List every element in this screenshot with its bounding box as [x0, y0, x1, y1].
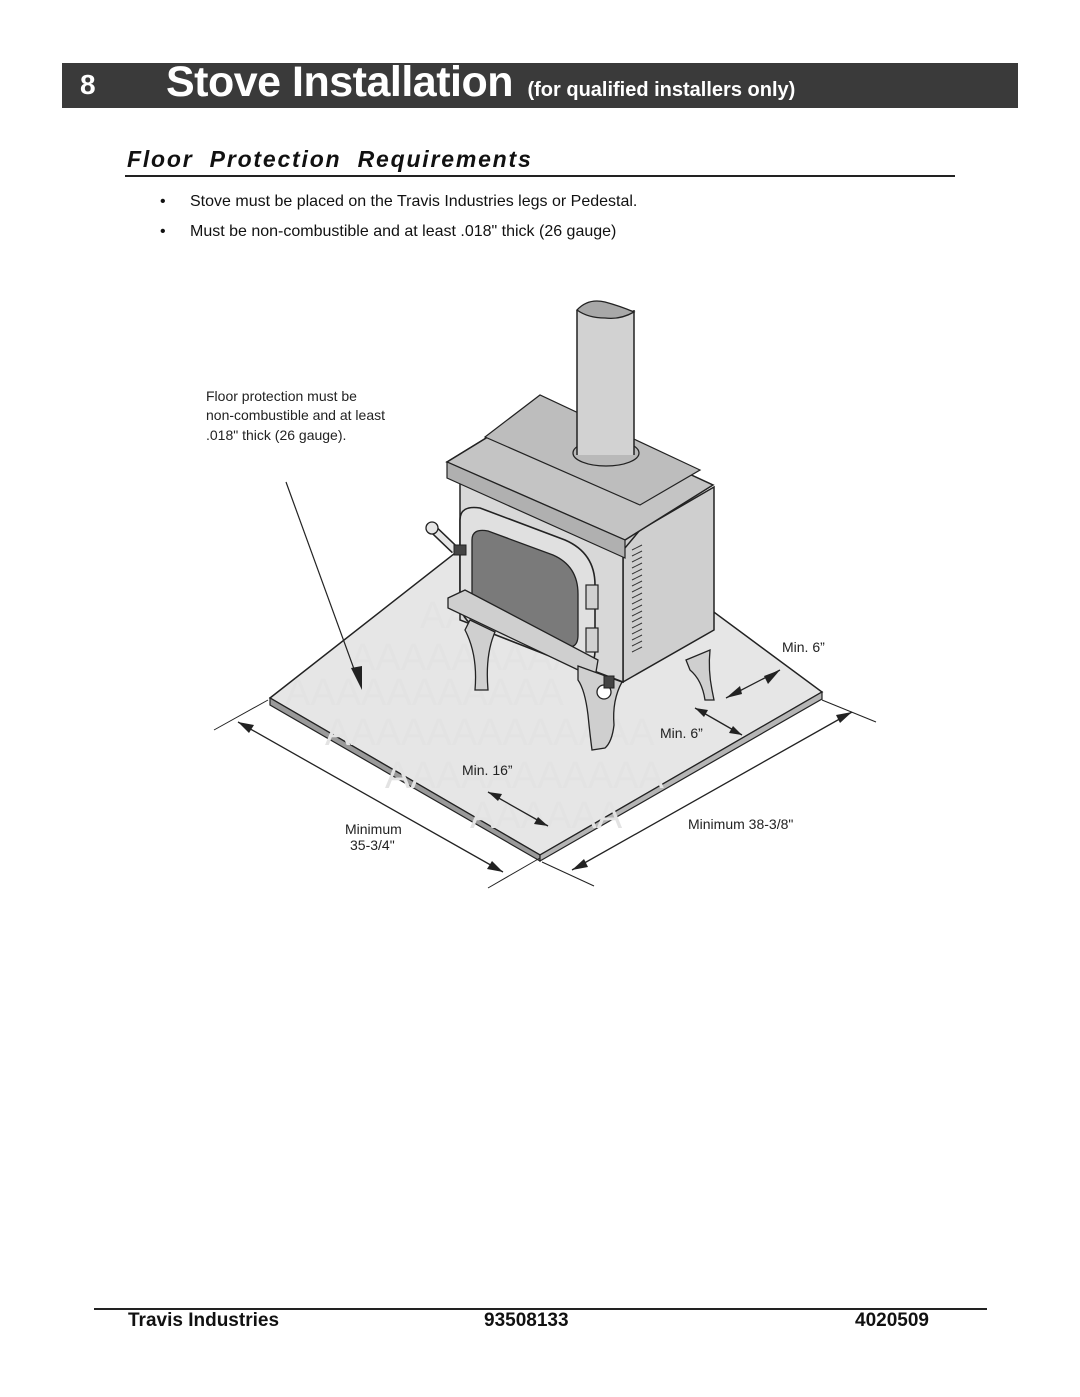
dim-arrow-icon — [238, 722, 254, 733]
list-item: • Must be non-combustible and at least .… — [160, 222, 637, 252]
footer-date-code: 4020509 — [855, 1310, 929, 1331]
dim-label-front: Min. 16” — [462, 762, 513, 778]
bullet-icon: • — [160, 193, 166, 210]
header-bar — [62, 63, 1018, 108]
dim-extension-line — [821, 699, 877, 723]
dim-label-depth-line-1: Minimum — [345, 821, 402, 837]
section-divider — [125, 175, 955, 177]
footer-part-number: 93508133 — [484, 1310, 569, 1331]
page-title-main: Stove Installation — [166, 58, 514, 106]
svg-text:AAAAAAAAAAA: AAAAAAAAAAA — [285, 672, 564, 714]
dim-label-side-right: Min. 6” — [782, 639, 825, 655]
door-hinge-top — [585, 584, 599, 610]
dim-extension-line — [541, 861, 595, 887]
bullet-icon: • — [160, 223, 166, 240]
list-item: • Stove must be placed on the Travis Ind… — [160, 192, 637, 222]
leg-latch — [603, 675, 615, 689]
dim-arrow-icon — [488, 792, 502, 801]
air-control-handle-icon — [425, 521, 467, 556]
stove-leg-rear-right — [685, 648, 715, 701]
dim-extension-line — [213, 699, 269, 731]
dim-label-side-rear: Min. 6” — [660, 725, 703, 741]
side-vent — [631, 544, 643, 653]
callout-text-line-3: .018" thick (26 gauge). — [206, 427, 346, 443]
door-hinge-bottom — [585, 627, 599, 653]
flue-pipe — [577, 310, 634, 455]
dim-line-width — [571, 711, 853, 871]
page-number: 8 — [80, 69, 96, 100]
dim-arrow-icon — [729, 726, 742, 735]
ash-lip — [447, 589, 599, 679]
dim-arrow-icon — [487, 861, 503, 872]
page-title-subtitle: (for qualified installers only) — [527, 79, 796, 101]
dim-arrow-icon — [726, 686, 742, 698]
dim-label-width: Minimum 38-3/8" — [688, 816, 793, 832]
dim-line-depth — [237, 721, 504, 873]
dim-label-depth-line-2: 35-3/4" — [350, 837, 395, 853]
callout-arrowhead-icon — [351, 666, 362, 690]
callout-leader-line — [285, 481, 359, 681]
stove-leg-front-left — [464, 619, 496, 691]
dim-arrow-icon — [534, 817, 548, 826]
dim-arrow-icon — [764, 670, 780, 684]
requirements-list: • Stove must be placed on the Travis Ind… — [160, 192, 637, 252]
flue-pipe-opening — [576, 300, 636, 320]
stove-top-front-edge — [446, 461, 626, 559]
dim-arrow-icon — [572, 859, 588, 870]
callout-text-line-2: non-combustible and at least — [206, 407, 385, 423]
svg-text:AAAAAAAAAAA: AAAAAAAAAAA — [385, 755, 664, 797]
floor-pad-edge-right — [539, 690, 823, 863]
footer-company: Travis Industries — [128, 1310, 280, 1331]
page-title: Stove Installation (for qualified instal… — [166, 58, 795, 107]
section-title: Floor Protection Requirements — [127, 146, 533, 172]
callout-text-line-1: Floor protection must be — [206, 388, 357, 404]
footer-divider — [94, 1308, 987, 1310]
list-item-text: Stove must be placed on the Travis Indus… — [190, 193, 638, 210]
floor-protection-diagram: AAA AAAAAAAAA AAAAAAAAAAA AAAAAAAAAAAAA … — [200, 290, 890, 900]
dim-extension-line — [487, 857, 541, 889]
svg-text:AAAAAA: AAAAAA — [470, 795, 623, 837]
dim-arrow-icon — [836, 712, 852, 723]
list-item-text: Must be non-combustible and at least .01… — [190, 223, 617, 240]
dim-arrow-icon — [695, 708, 708, 717]
